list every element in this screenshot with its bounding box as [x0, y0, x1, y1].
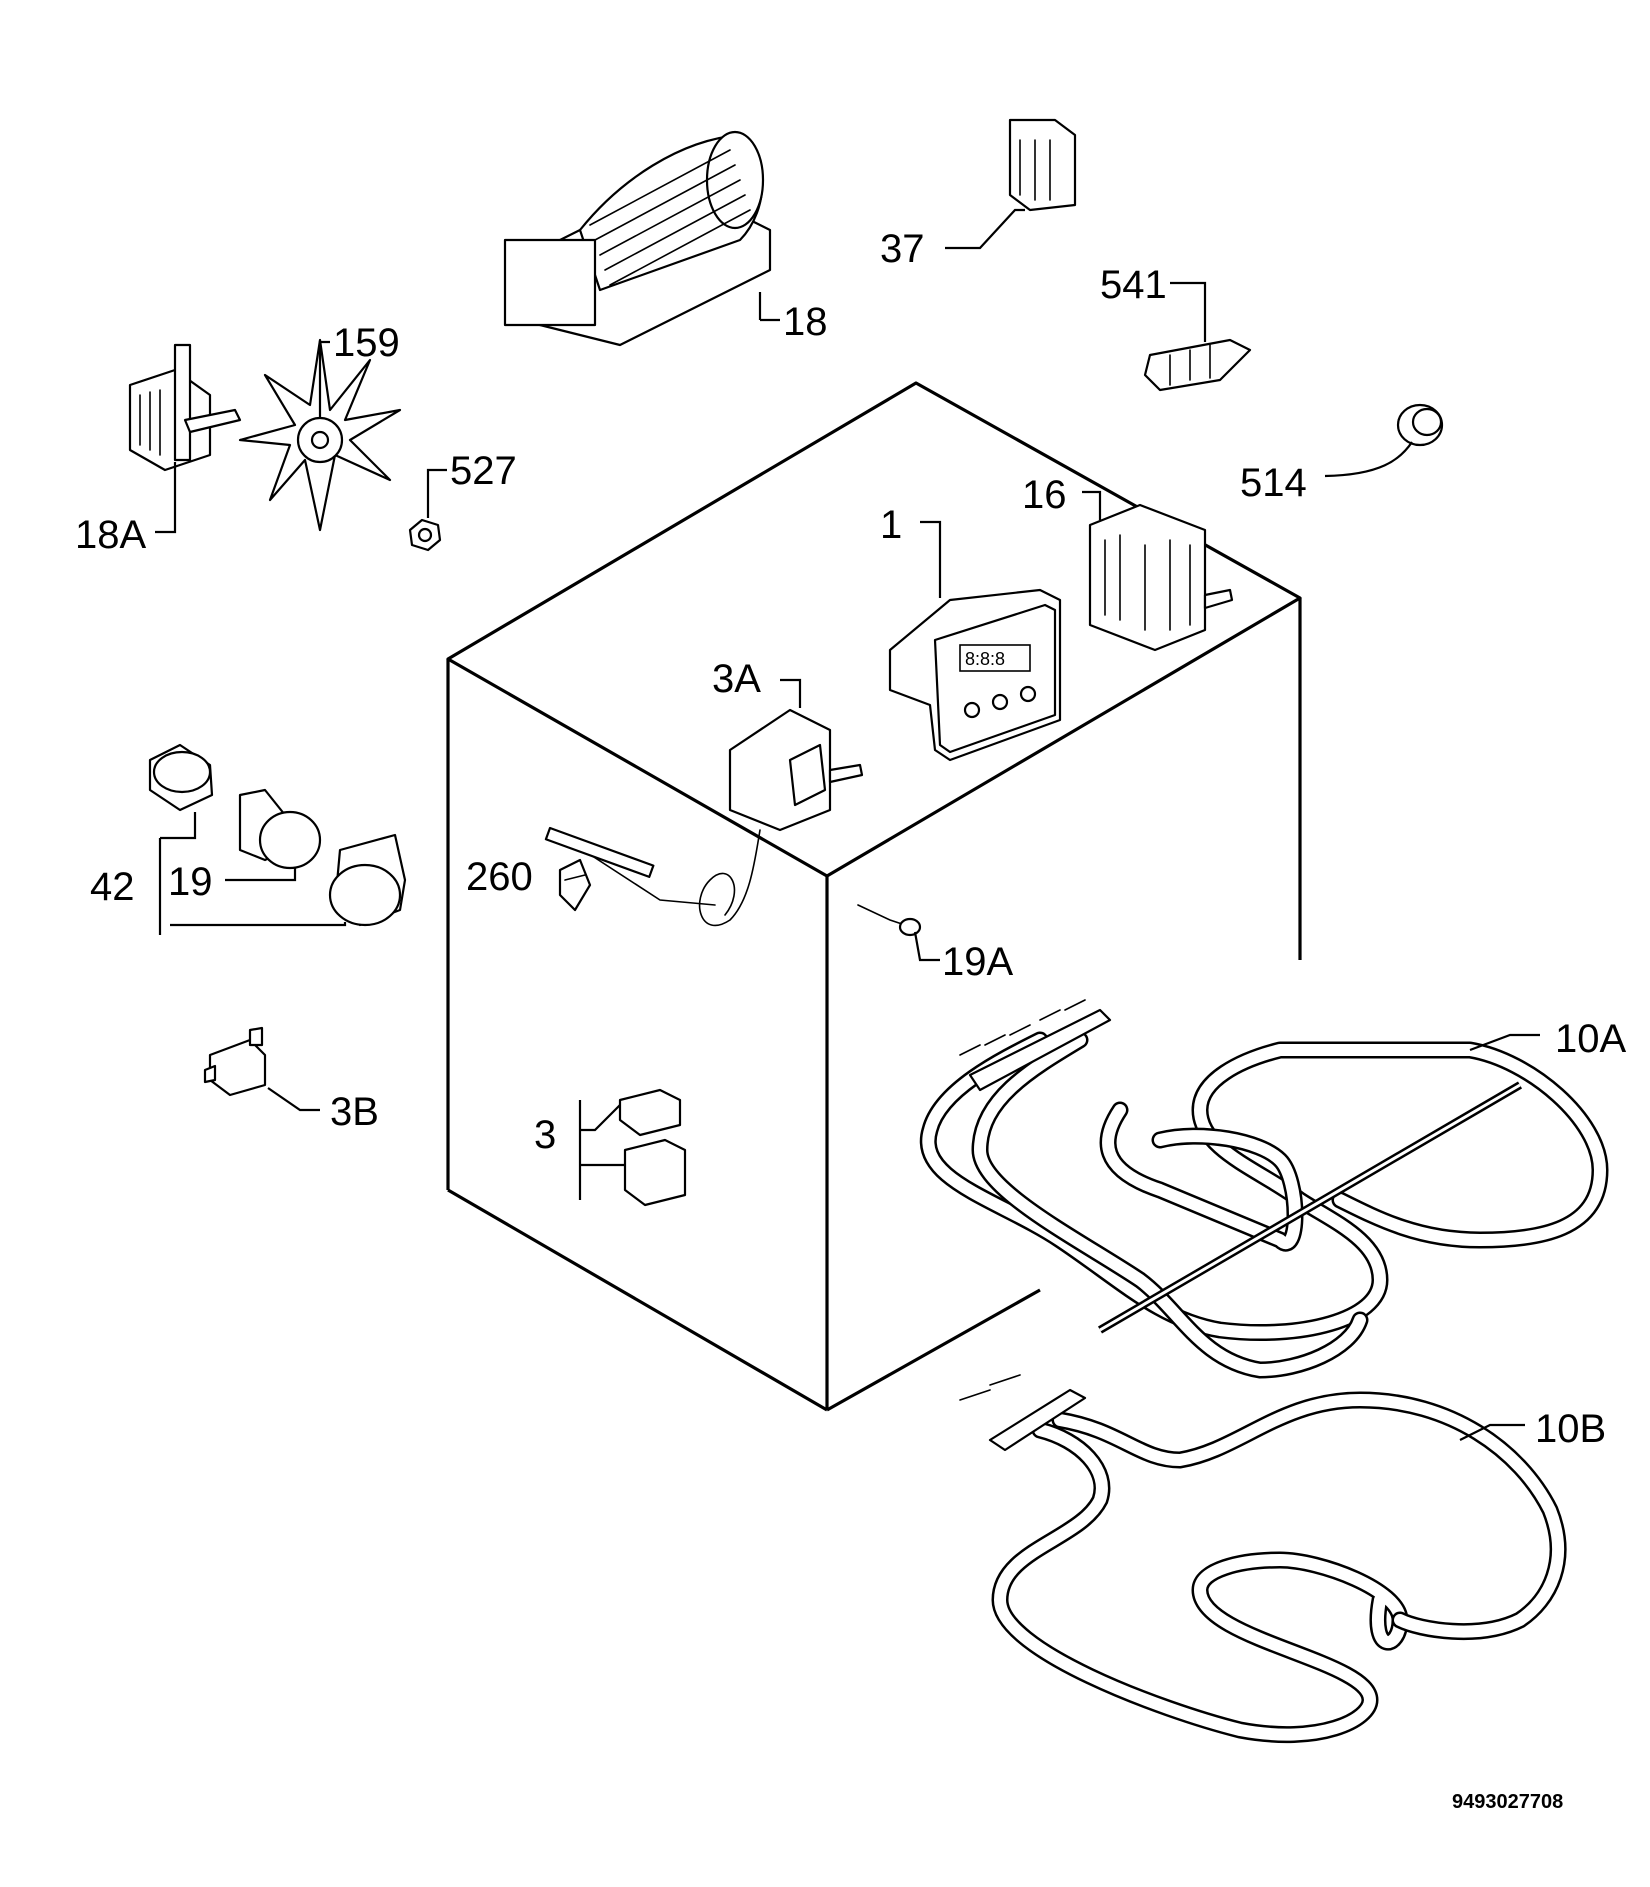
label-3a: 3A	[712, 657, 761, 701]
label-3b: 3B	[330, 1090, 379, 1134]
clip-260	[558, 858, 592, 912]
label-37: 37	[880, 227, 925, 271]
label-42: 42	[90, 865, 135, 909]
bracket-37	[945, 118, 1077, 250]
thermostat-3a	[544, 678, 864, 927]
label-18a: 18A	[75, 513, 146, 557]
label-260: 260	[466, 855, 533, 899]
nut-527	[408, 468, 447, 552]
label-18: 18	[783, 300, 828, 344]
svg-text:8:8:8: 8:8:8	[965, 649, 1005, 669]
connector-541	[1143, 281, 1252, 392]
label-3: 3	[534, 1113, 556, 1157]
door-switch-3	[578, 1088, 687, 1207]
bushing-514	[1324, 403, 1444, 478]
label-10b: 10B	[1535, 1407, 1606, 1451]
label-527: 527	[450, 449, 517, 493]
label-1: 1	[880, 503, 902, 547]
switch-3b	[203, 1026, 320, 1112]
label-16: 16	[1022, 473, 1067, 517]
heating-element-10a	[919, 999, 1609, 1379]
lamp-assembly-42	[148, 743, 407, 935]
sensor-19a	[857, 904, 940, 962]
timer-module: 8:8:8	[888, 520, 1062, 762]
document-number: 9493027708	[1452, 1791, 1563, 1813]
label-10a: 10A	[1555, 1017, 1626, 1061]
tangential-fan	[503, 130, 780, 347]
label-514: 514	[1240, 461, 1307, 505]
oven-cabinet	[446, 381, 1302, 1412]
label-19a: 19A	[942, 940, 1013, 984]
fan-blade-159	[238, 338, 402, 532]
label-19: 19	[168, 860, 213, 904]
selector-switch-16	[1082, 490, 1234, 652]
label-159: 159	[333, 321, 400, 365]
fan-motor-18a	[128, 343, 242, 534]
label-541: 541	[1100, 263, 1167, 307]
heating-element-10b	[959, 1374, 1567, 1744]
